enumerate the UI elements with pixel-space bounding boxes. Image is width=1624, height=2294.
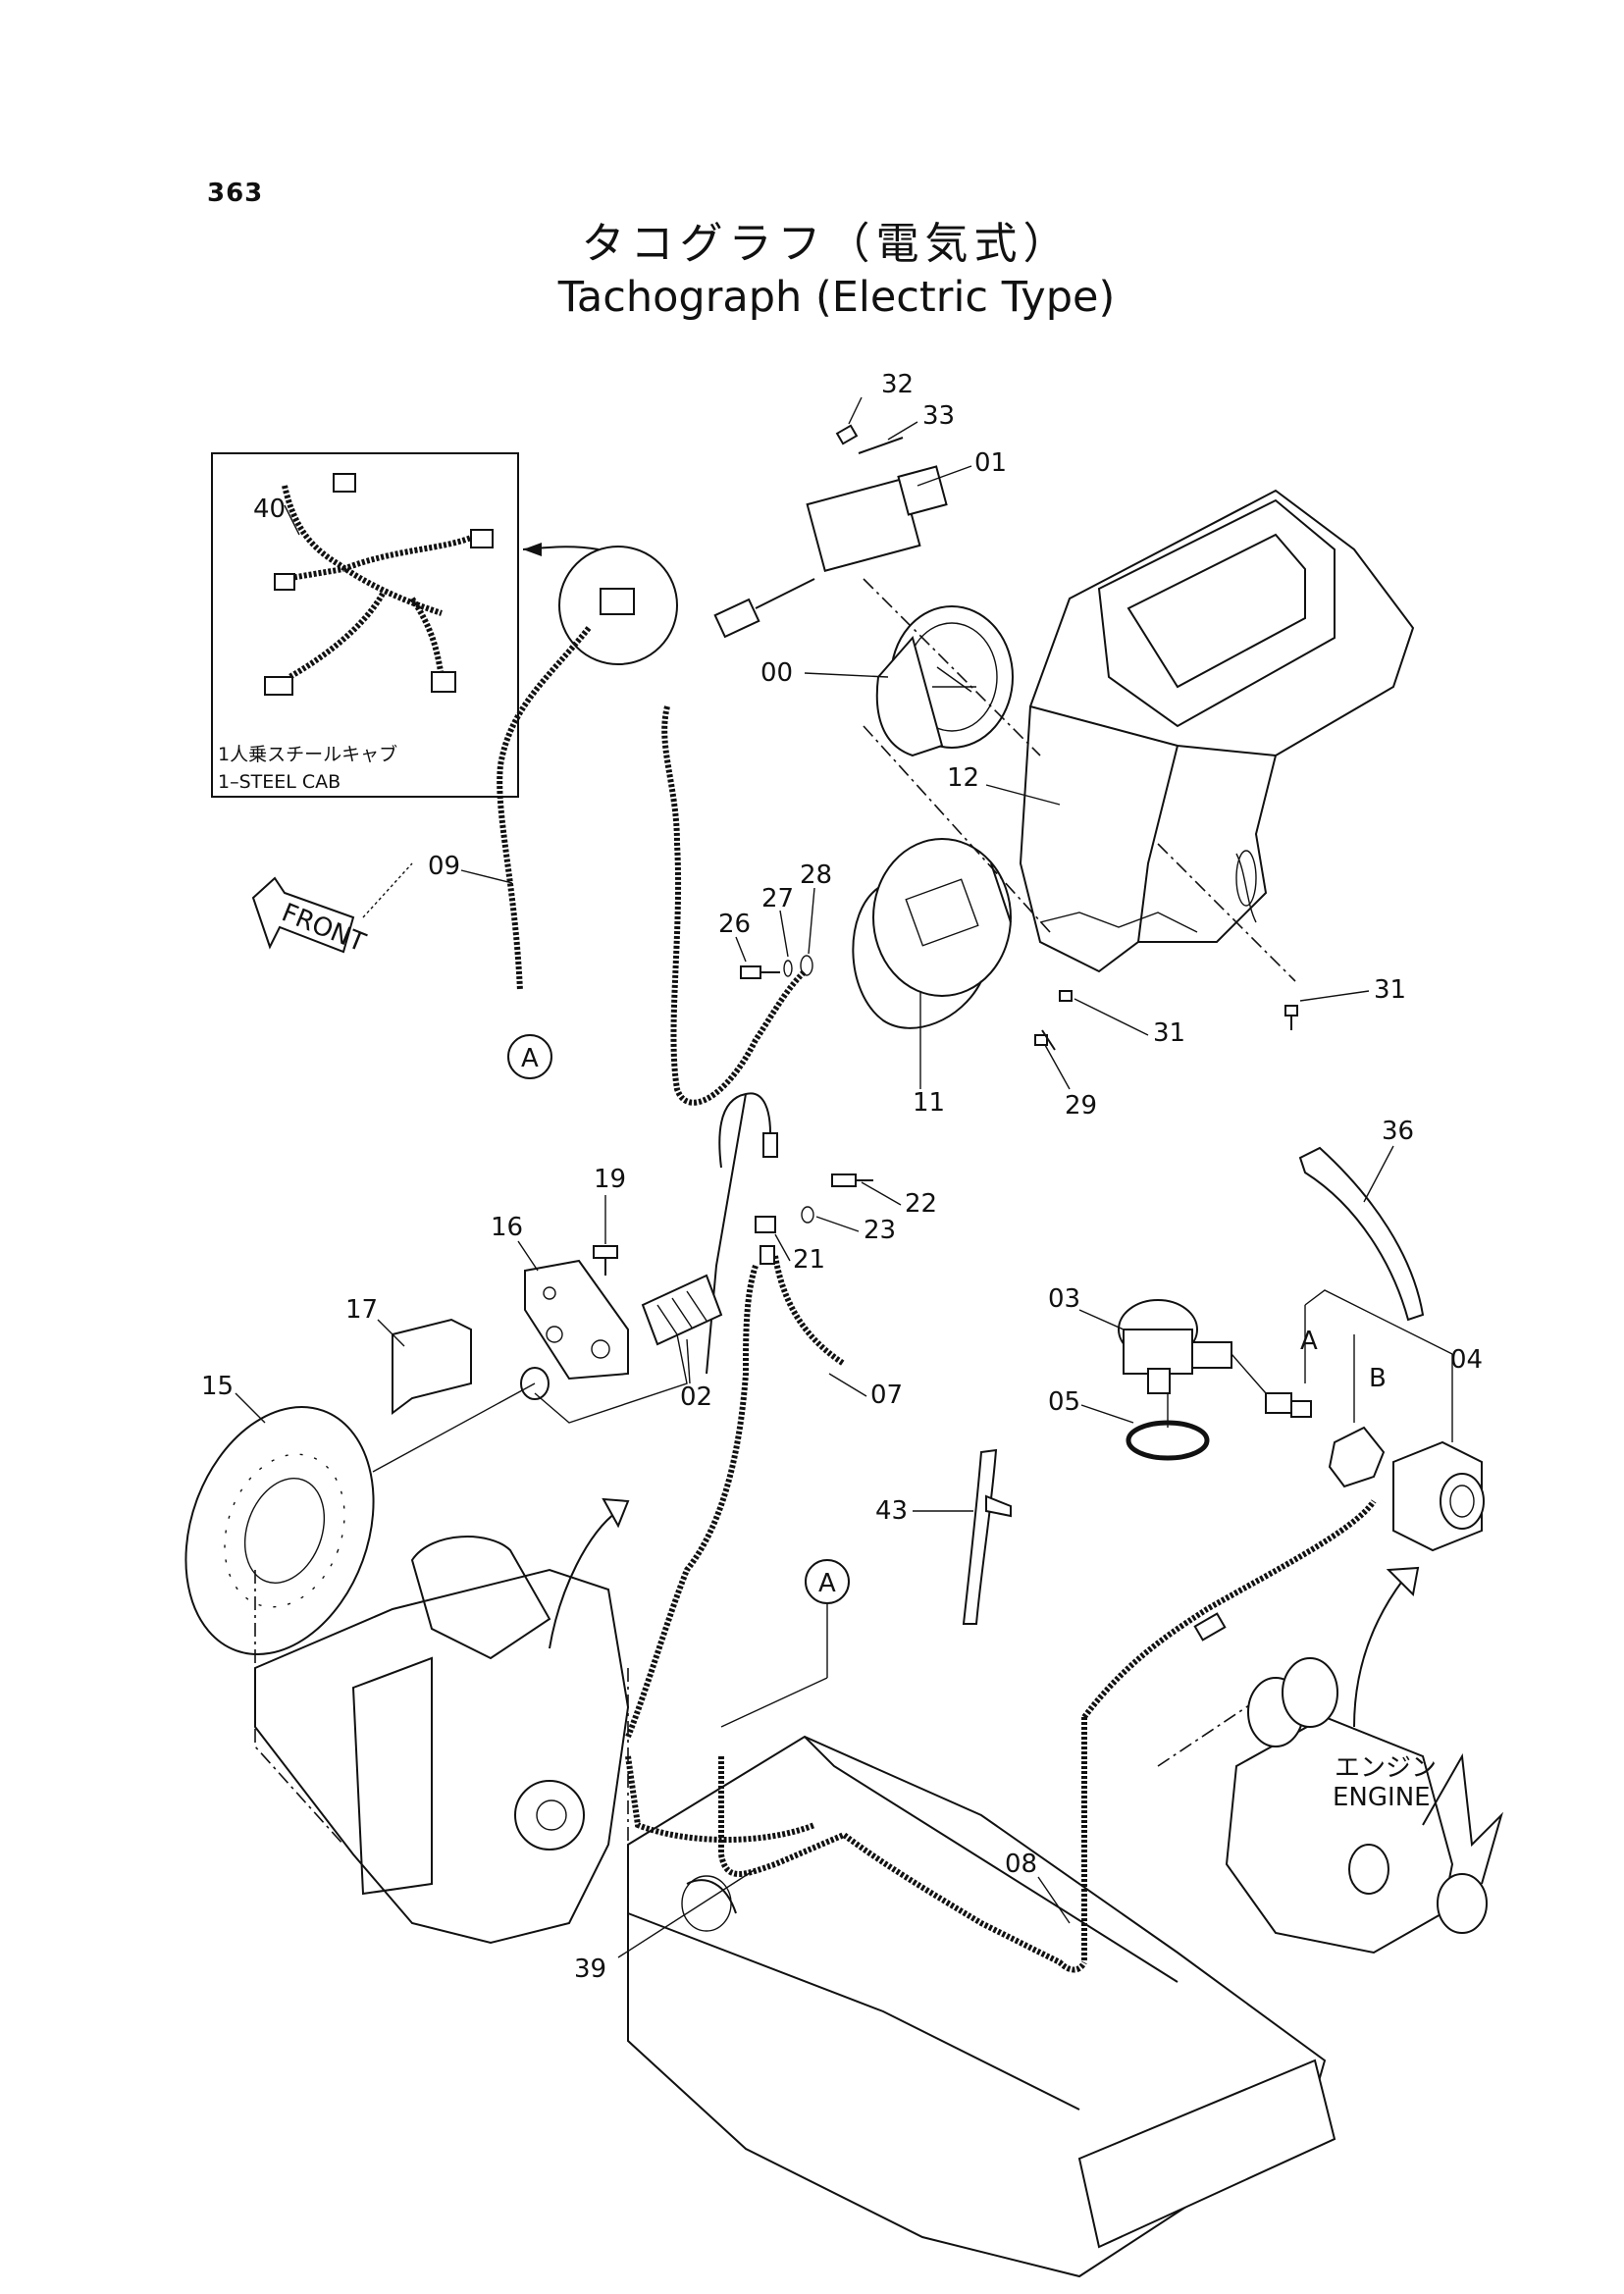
callout-32: 32 bbox=[881, 370, 914, 399]
callout-b-part: B bbox=[1369, 1364, 1387, 1393]
title-english: Tachograph (Electric Type) bbox=[557, 273, 1116, 322]
ref-a-top-label: A bbox=[521, 1044, 539, 1073]
transmission-housing bbox=[254, 1536, 630, 1945]
part-00-tachograph bbox=[875, 605, 1014, 757]
callout-15: 15 bbox=[201, 1372, 234, 1401]
callout-21: 21 bbox=[793, 1245, 825, 1275]
part-05-o-ring bbox=[1126, 1420, 1210, 1461]
part-15-flywheel bbox=[184, 1406, 375, 1655]
cab-console bbox=[1019, 489, 1415, 973]
callout-11: 11 bbox=[913, 1088, 945, 1118]
callout-43: 43 bbox=[875, 1496, 908, 1526]
callout-09: 09 bbox=[428, 852, 460, 881]
part-17-bracket bbox=[392, 1318, 472, 1415]
callout-17: 17 bbox=[345, 1295, 378, 1325]
callout-39: 39 bbox=[574, 1955, 606, 1984]
callout-19: 19 bbox=[594, 1165, 626, 1194]
engine-block bbox=[1225, 1657, 1504, 1955]
part-02-sensor bbox=[641, 1274, 723, 1346]
part-36-strap bbox=[1298, 1146, 1425, 1322]
machine-frame bbox=[627, 1735, 1336, 2278]
page-number: 363 bbox=[207, 179, 264, 208]
callout-08: 08 bbox=[1005, 1850, 1037, 1879]
part-21-bracket bbox=[755, 1216, 776, 1265]
callout-26: 26 bbox=[718, 910, 751, 939]
callout-36: 36 bbox=[1382, 1117, 1414, 1146]
callout-33: 33 bbox=[922, 401, 955, 431]
inset-caption-jp: 1人乗スチールキャブ bbox=[218, 743, 397, 765]
callout-05: 05 bbox=[1048, 1387, 1080, 1417]
connector-detail-circle bbox=[558, 546, 678, 665]
inset-harness-box: 40 1人乗スチールキャブ 1–STEEL CAB bbox=[211, 452, 519, 798]
engine-label-en: ENGINE bbox=[1333, 1783, 1431, 1812]
callout-23: 23 bbox=[864, 1216, 896, 1245]
fasteners-26-28 bbox=[740, 955, 813, 979]
part-43-hose bbox=[962, 1448, 998, 1625]
callout-a-part: A bbox=[1300, 1327, 1318, 1356]
title-japanese: タコグラフ（電気式） bbox=[581, 219, 1073, 269]
part-16-bracket bbox=[524, 1259, 629, 1381]
front-arrow: FRONT bbox=[251, 876, 369, 958]
callout-22: 22 bbox=[905, 1189, 937, 1219]
callout-12: 12 bbox=[947, 763, 979, 793]
callout-40: 40 bbox=[253, 495, 286, 524]
ref-a-bottom-label: A bbox=[818, 1569, 836, 1598]
reference-a-top bbox=[507, 1034, 552, 1079]
callout-28: 28 bbox=[800, 860, 832, 890]
part-01-sensor bbox=[806, 465, 948, 572]
part-11-case bbox=[852, 838, 1012, 1029]
callout-07: 07 bbox=[870, 1381, 903, 1410]
part-04-sensor bbox=[1392, 1440, 1485, 1552]
callout-31b: 31 bbox=[1374, 975, 1406, 1005]
callout-31a: 31 bbox=[1153, 1018, 1185, 1048]
callout-00: 00 bbox=[760, 658, 793, 688]
inset-caption-en: 1–STEEL CAB bbox=[218, 771, 341, 793]
callout-labels: 32 33 01 00 12 09 26 27 28 11 29 31 31 1… bbox=[201, 370, 1483, 1984]
callout-03: 03 bbox=[1048, 1284, 1080, 1314]
callout-02: 02 bbox=[680, 1382, 712, 1412]
engine-label-jp: エンジン bbox=[1335, 1753, 1437, 1783]
callout-04: 04 bbox=[1450, 1345, 1483, 1375]
callout-01: 01 bbox=[974, 448, 1007, 478]
callout-16: 16 bbox=[491, 1213, 523, 1242]
callout-27: 27 bbox=[761, 884, 794, 913]
callout-29: 29 bbox=[1065, 1091, 1097, 1121]
part-03-sensor-housing bbox=[1118, 1299, 1232, 1394]
